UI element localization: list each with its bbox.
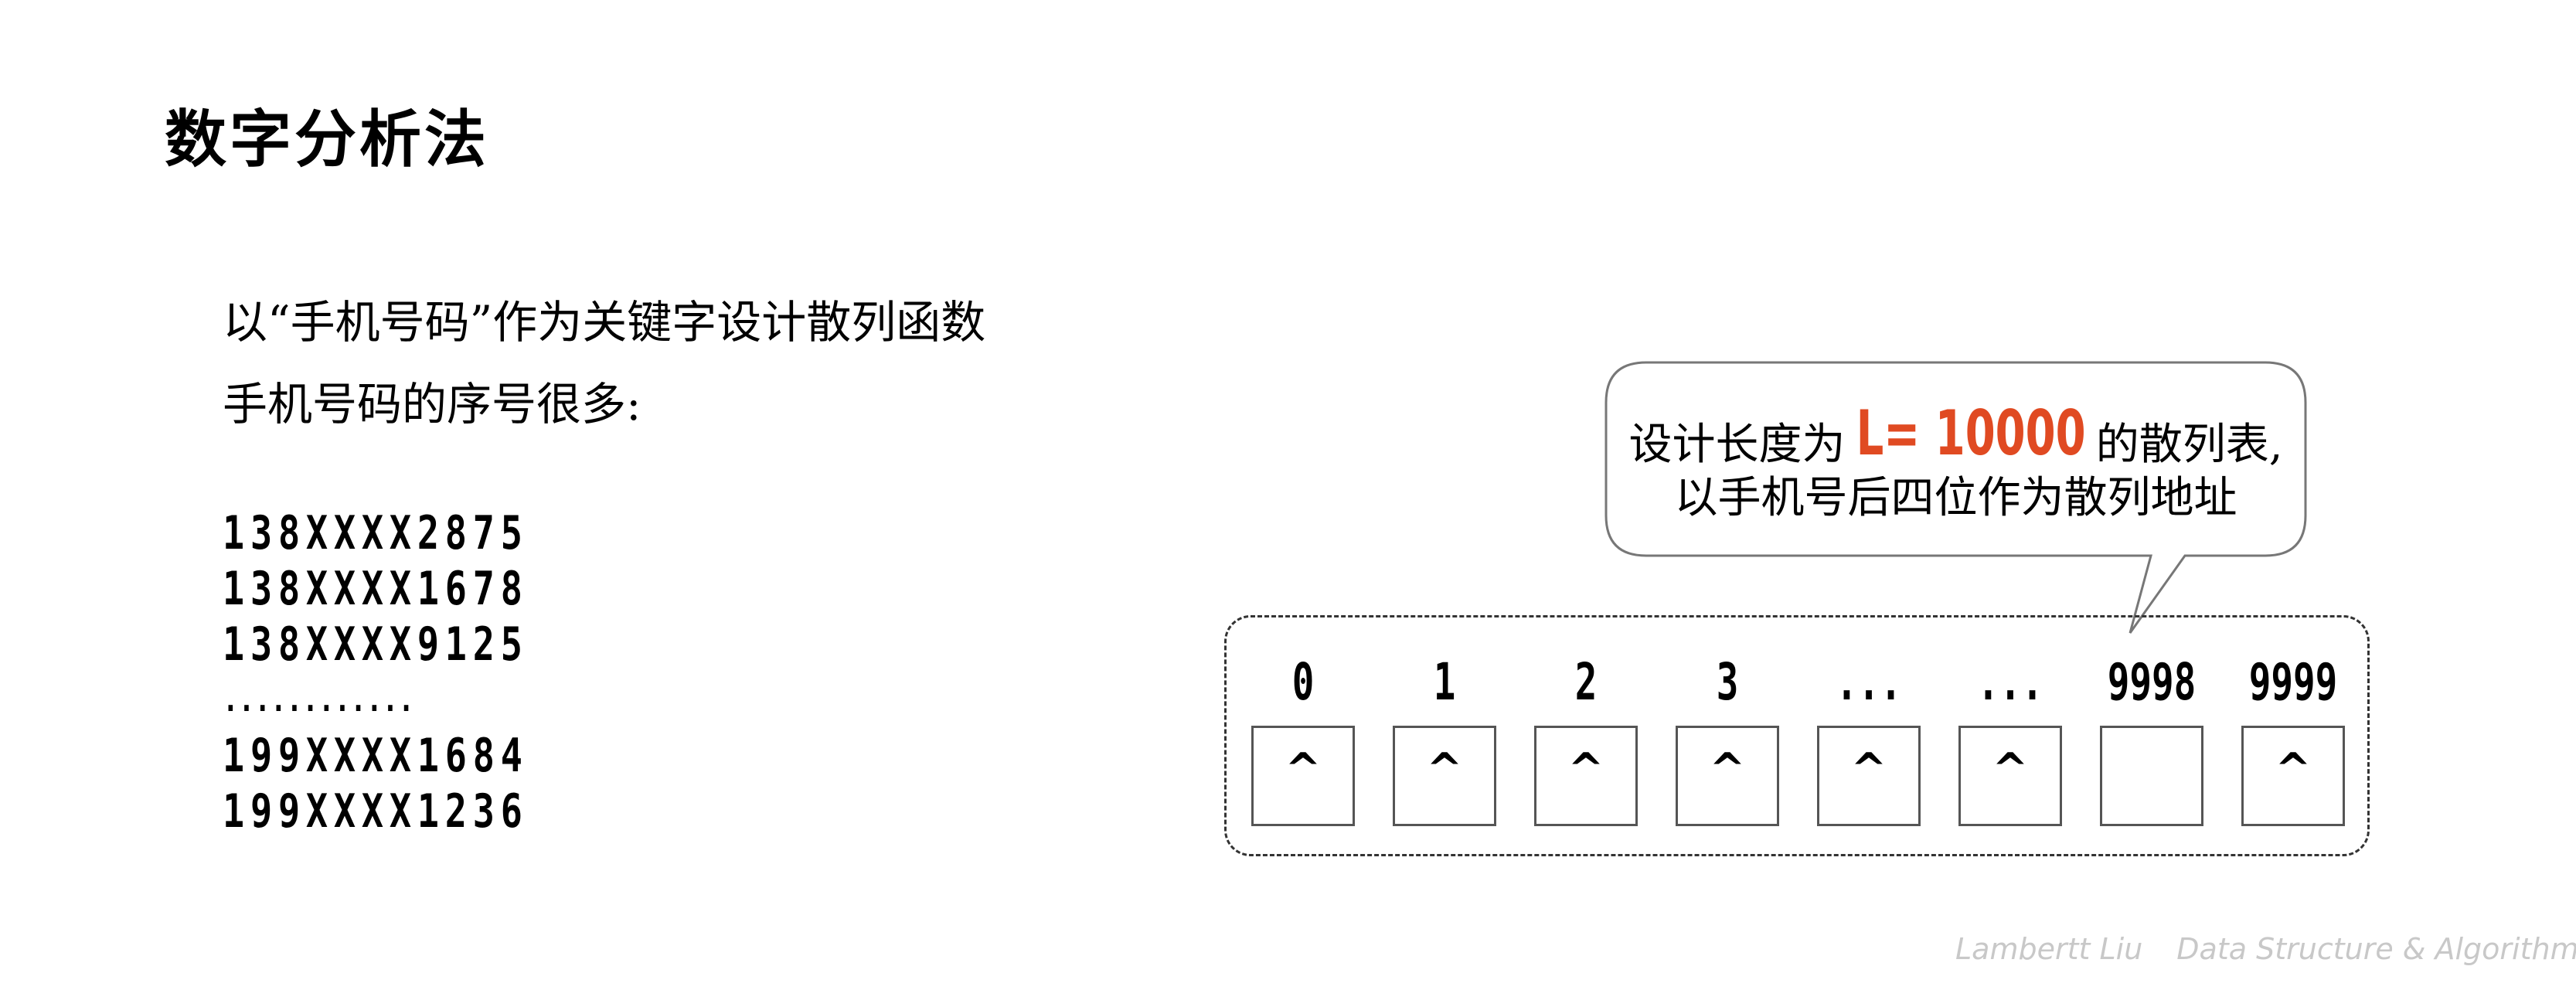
slot-index: 9999 — [2248, 652, 2338, 712]
phone-number: 138XXXX9125 — [223, 617, 529, 672]
intro-line-1: 以“手机号码”作为关键字设计散列函数 — [223, 296, 986, 349]
phone-number: 199XXXX1236 — [223, 784, 529, 839]
phone-number: 199XXXX1684 — [223, 729, 529, 783]
callout-line-2: 以手机号后四位作为散列地址 — [1674, 473, 2237, 523]
intro-line-2: 手机号码的序号很多: — [223, 378, 641, 430]
page-title: 数字分析法 — [165, 103, 489, 175]
slot-index: 1 — [1433, 652, 1456, 712]
slot-cell: ^ — [1393, 726, 1496, 826]
callout-length-highlight: L= 10000 — [1856, 397, 2086, 469]
phone-number-list: 138XXXX2875 138XXXX1678 138XXXX9125 ....… — [223, 505, 614, 839]
phone-number-ellipsis: ............ — [223, 680, 414, 720]
slot-cell: ^ — [1817, 726, 1921, 826]
phone-number: 138XXXX1678 — [223, 562, 529, 616]
footer-author: Lambertt Liu — [1955, 932, 2143, 966]
footer-course: Data Structure & Algorithm — [2176, 932, 2576, 966]
slot-cell: ^ — [1958, 726, 2062, 826]
slot-cell: ^ — [2241, 726, 2345, 826]
hash-table: 0 ^ 1 ^ 2 ^ 3 ^ ... ^ ... ^ 9998 9999 ^ — [1224, 615, 2370, 856]
footer-credit: Lambertt Liu Data Structure & Algorithm — [1955, 932, 2576, 966]
slot-index: ... — [1977, 652, 2043, 712]
slot-index: 0 — [1291, 652, 1315, 712]
callout-shape — [1604, 361, 2307, 634]
slot-cell: ^ — [1676, 726, 1779, 826]
slot-index: 2 — [1574, 652, 1598, 712]
callout-prefix: 设计长度为 — [1628, 420, 1846, 470]
slot-cell: ^ — [1251, 726, 1355, 826]
callout-suffix: 的散列表, — [2095, 420, 2283, 470]
slot-index: ... — [1836, 652, 1902, 712]
slot-cell: ^ — [1534, 726, 1638, 826]
slot-index: 3 — [1716, 652, 1739, 712]
slot-cell — [2100, 726, 2203, 826]
slot-index: 9998 — [2107, 652, 2197, 712]
phone-number: 138XXXX2875 — [223, 506, 529, 560]
